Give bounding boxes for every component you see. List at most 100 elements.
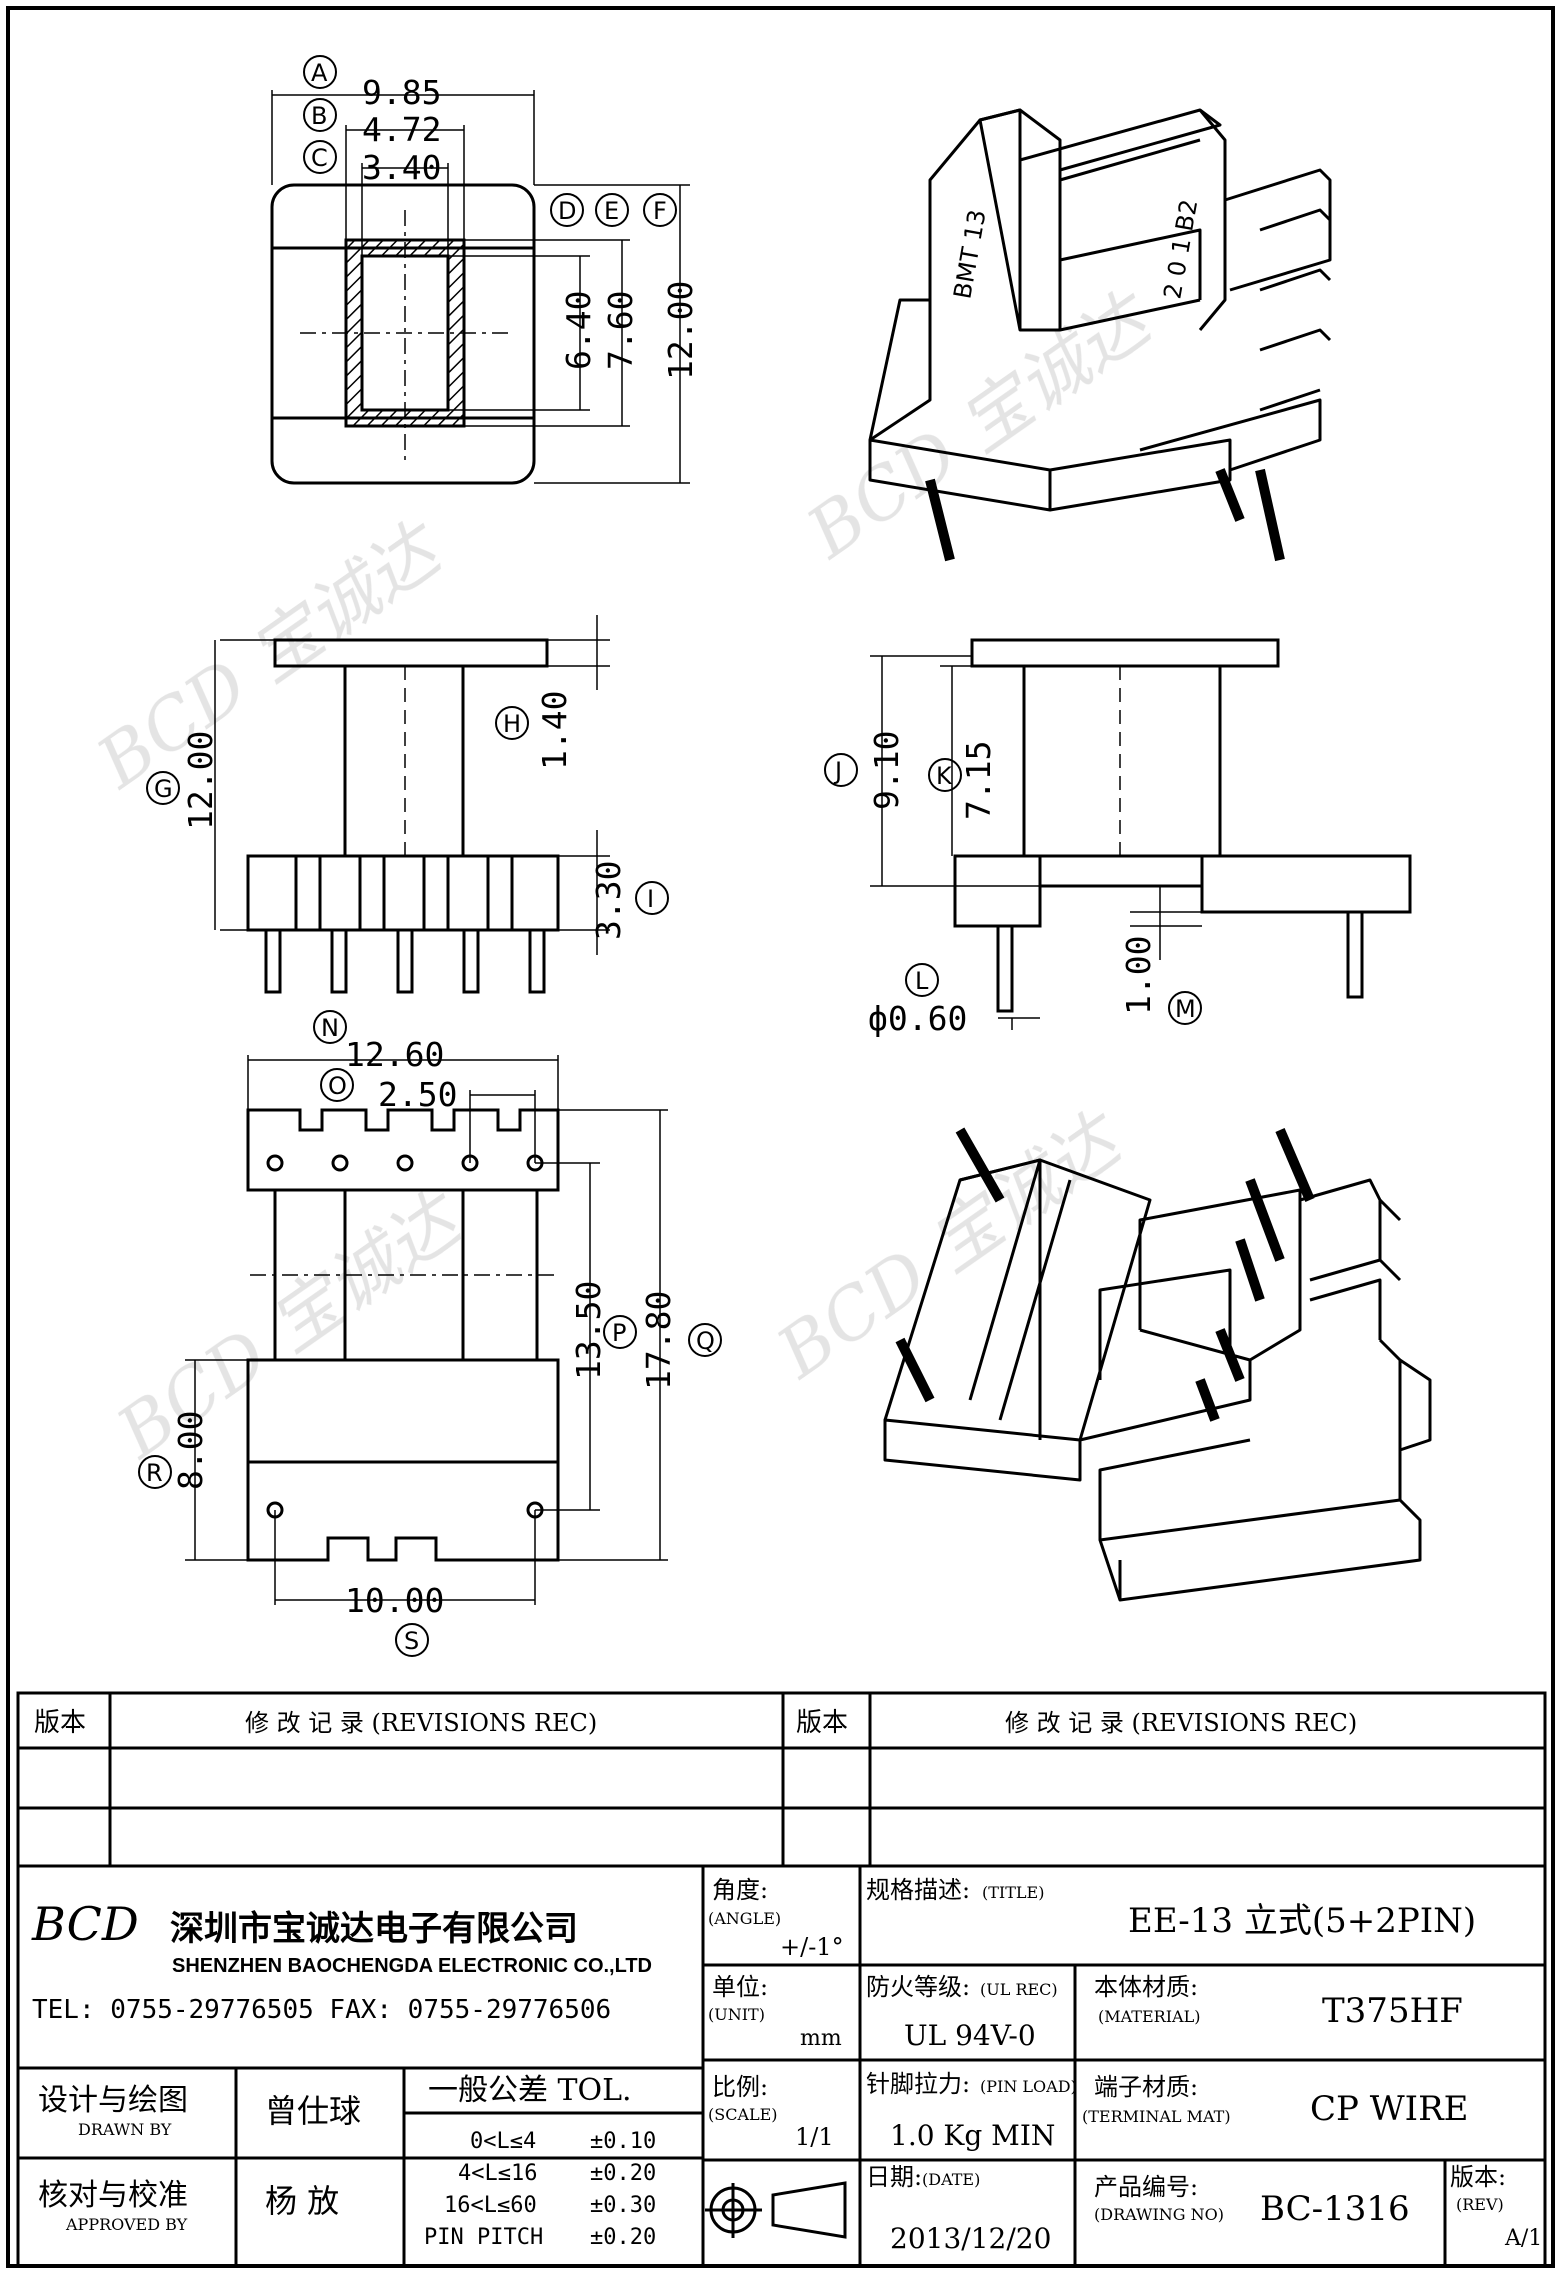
svg-text:±0.10: ±0.10	[590, 2129, 656, 2154]
isometric-view-bottom	[883, 1127, 1432, 1602]
svg-text:3.30: 3.30	[589, 861, 628, 940]
svg-text:E: E	[604, 197, 619, 225]
svg-text:角度:: 角度:	[712, 1876, 768, 1904]
svg-text:±0.20: ±0.20	[590, 2225, 656, 2250]
top-view	[270, 90, 690, 485]
svg-text:12.00: 12.00	[661, 281, 700, 380]
front-view-labels: G 12.00 H 1.40 I 3.30	[146, 691, 669, 940]
svg-text:D: D	[558, 197, 576, 225]
svg-text:修 改 记 录 (REVISIONS REC): 修 改 记 录 (REVISIONS REC)	[245, 1709, 597, 1737]
svg-text:17.80: 17.80	[639, 1291, 678, 1390]
svg-text:±0.20: ±0.20	[590, 2161, 656, 2186]
svg-text:mm: mm	[800, 2026, 842, 2051]
svg-text:端子材质:: 端子材质:	[1094, 2073, 1198, 2101]
svg-text:APPROVED BY: APPROVED BY	[65, 2215, 188, 2234]
svg-text:(DRAWING NO): (DRAWING NO)	[1094, 2205, 1224, 2224]
svg-text:0<L≤4: 0<L≤4	[470, 2129, 536, 2154]
svg-text:9.85: 9.85	[362, 73, 441, 112]
svg-text:(UNIT): (UNIT)	[708, 2005, 765, 2024]
svg-text:BMT 13: BMT 13	[948, 208, 991, 301]
svg-text:DRAWN BY: DRAWN BY	[78, 2120, 172, 2139]
svg-text:16<L≤60: 16<L≤60	[444, 2193, 537, 2218]
svg-text:2013/12/20: 2013/12/20	[890, 2222, 1051, 2255]
svg-text:H: H	[503, 710, 521, 738]
svg-text:T375HF: T375HF	[1322, 1991, 1463, 2031]
svg-text:3.40: 3.40	[362, 148, 441, 187]
svg-text:6.40: 6.40	[559, 291, 598, 370]
svg-text:G: G	[154, 775, 173, 803]
svg-text:9.10: 9.10	[867, 731, 906, 810]
svg-text:2.50: 2.50	[378, 1075, 457, 1114]
svg-text:规格描述:: 规格描述:	[866, 1876, 970, 1904]
svg-text:(TERMINAL MAT): (TERMINAL MAT)	[1082, 2107, 1231, 2126]
company-block: BCD 深圳市宝诚达电子有限公司 SHENZHEN BAOCHENGDA ELE…	[31, 1897, 652, 2025]
svg-text:(TITLE): (TITLE)	[982, 1883, 1044, 1902]
svg-text:S: S	[404, 1627, 419, 1655]
svg-text:J: J	[833, 757, 842, 785]
svg-text:L: L	[915, 967, 929, 995]
svg-text:BCD 宝诚达: BCD 宝诚达	[761, 1096, 1140, 1395]
svg-text:1/1: 1/1	[795, 2123, 834, 2151]
svg-text:一般公差 TOL.: 一般公差 TOL.	[428, 2073, 632, 2108]
front-view	[214, 615, 610, 994]
bottom-view-labels: N 12.60 O 2.50 P 13.50 Q 17.80 R 8.00 10…	[138, 1010, 722, 1657]
svg-text:12.00: 12.00	[181, 731, 220, 830]
svg-text:(MATERIAL): (MATERIAL)	[1098, 2007, 1200, 2026]
revisions-header: 版本 修 改 记 录 (REVISIONS REC) 版本 修 改 记 录 (R…	[34, 1708, 1357, 1738]
svg-text:13.50: 13.50	[569, 1281, 608, 1380]
svg-text:BC-1316: BC-1316	[1260, 2189, 1410, 2229]
svg-text:(PIN LOAD): (PIN LOAD)	[980, 2077, 1077, 2096]
svg-text:本体材质:: 本体材质:	[1094, 1973, 1198, 2001]
svg-text:K: K	[936, 762, 953, 790]
svg-text:日期:: 日期:	[866, 2163, 922, 2191]
svg-text:针脚拉力:: 针脚拉力:	[866, 2070, 970, 2098]
svg-text:Q: Q	[696, 1327, 715, 1355]
svg-text:R: R	[146, 1459, 163, 1487]
svg-text:BCD 宝诚达: BCD 宝诚达	[791, 276, 1170, 575]
svg-text:(ANGLE): (ANGLE)	[708, 1909, 781, 1928]
svg-text:BCD: BCD	[31, 1897, 139, 1951]
svg-text:A: A	[311, 59, 328, 87]
svg-text:单位:: 单位:	[712, 1973, 768, 2001]
svg-text:4.72: 4.72	[362, 110, 441, 149]
svg-text:7.60: 7.60	[601, 291, 640, 370]
svg-text:P: P	[612, 1319, 626, 1347]
svg-text:7.15: 7.15	[959, 741, 998, 820]
svg-text:ф0.60: ф0.60	[868, 999, 967, 1038]
iso-marks: BMT 13 2 0 1 B2	[948, 197, 1203, 301]
svg-text:版本: 版本	[796, 1708, 848, 1738]
side-view	[870, 638, 1412, 1030]
svg-text:版本: 版本	[34, 1708, 86, 1738]
svg-text:版本:: 版本:	[1450, 2163, 1506, 2191]
projection-symbol	[705, 2181, 847, 2239]
svg-text:12.60: 12.60	[345, 1035, 444, 1074]
svg-text:(DATE): (DATE)	[922, 2170, 980, 2189]
svg-text:1.40: 1.40	[535, 691, 574, 770]
svg-text:核对与校准: 核对与校准	[38, 2178, 188, 2213]
bottom-view	[185, 1055, 668, 1605]
svg-text:CP WIRE: CP WIRE	[1310, 2089, 1469, 2129]
svg-text:10.00: 10.00	[345, 1581, 444, 1620]
svg-text:C: C	[311, 144, 328, 172]
svg-text:PIN PITCH: PIN PITCH	[424, 2225, 543, 2250]
svg-text:I: I	[647, 885, 654, 913]
svg-text:BCD 宝诚达: BCD 宝诚达	[101, 1176, 480, 1475]
svg-text:2 0 1 B2: 2 0 1 B2	[1158, 197, 1203, 301]
svg-text:UL 94V-0: UL 94V-0	[904, 2019, 1036, 2052]
title-block-labels: 角度: (ANGLE) +/-1° 单位: (UNIT) mm 比例: (SCA…	[38, 1876, 1542, 2255]
svg-text:F: F	[653, 197, 667, 225]
svg-text:M: M	[1175, 995, 1196, 1023]
svg-text:A/1: A/1	[1504, 2226, 1542, 2251]
svg-text:4<L≤16: 4<L≤16	[458, 2161, 537, 2186]
svg-text:(UL REC): (UL REC)	[980, 1980, 1058, 1999]
svg-text:曾仕球: 曾仕球	[265, 2092, 361, 2130]
side-view-labels: J 9.10 K 7.15 L ф0.60 1.00 M	[824, 731, 1202, 1038]
svg-text:产品编号:: 产品编号:	[1094, 2173, 1198, 2201]
svg-text:1.00: 1.00	[1119, 936, 1158, 1015]
svg-text:BCD 宝诚达: BCD 宝诚达	[81, 506, 460, 805]
svg-text:TEL: 0755-29776505 FAX: 0755-: TEL: 0755-29776505 FAX: 0755-29776506	[32, 1995, 611, 2025]
svg-text:N: N	[321, 1014, 339, 1042]
svg-text:(SCALE): (SCALE)	[708, 2105, 778, 2124]
svg-text:O: O	[328, 1072, 347, 1100]
